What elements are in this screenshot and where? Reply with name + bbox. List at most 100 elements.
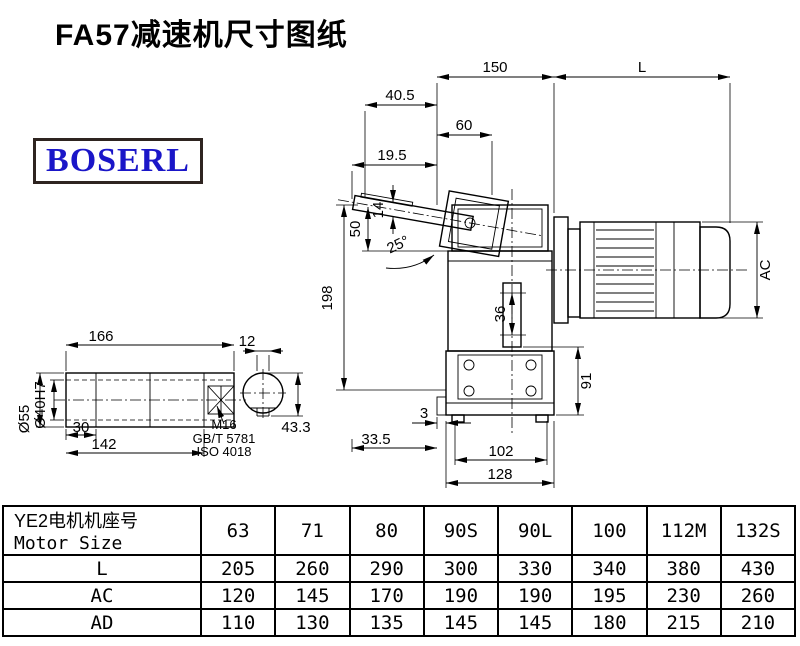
value-cell: 300 — [422, 554, 500, 583]
dim-102-label: 102 — [488, 443, 513, 460]
extension-lines — [36, 83, 763, 488]
motor-fins — [596, 229, 654, 312]
motor-adapter — [567, 228, 581, 318]
dim-36-label: 36 — [492, 306, 509, 323]
value-cell: 110 — [199, 608, 277, 637]
dim-50-label: 50 — [347, 221, 364, 238]
value-cell: 170 — [348, 581, 425, 610]
table-row-L: L 205 260 290 300 330 340 380 430 — [2, 554, 797, 583]
motor-size-table: YE2电机机座号 Motor Size 63 71 80 90S 90L 100… — [2, 505, 797, 637]
input-bearing-center — [464, 217, 476, 229]
bolt-spec-line1: M16 — [211, 417, 236, 432]
size-cell: 90S — [422, 505, 500, 556]
drain-boss — [436, 396, 447, 416]
angle-arc — [385, 254, 435, 269]
motor-size-header-cn: YE2电机机座号 — [14, 511, 139, 531]
dim-55-label: Ø55 — [16, 405, 33, 433]
value-cell: 190 — [422, 581, 500, 610]
value-cell: 260 — [719, 581, 797, 610]
bolt-spec-line3: ISO 4018 — [197, 444, 252, 459]
dim-43-3-label: 43.3 — [281, 419, 310, 436]
dim-40h7-label: Ø40H7 — [32, 381, 49, 429]
motor-size-header-en: Motor Size — [14, 533, 123, 554]
foot-pad — [535, 414, 549, 423]
input-axis-centerline — [337, 199, 544, 237]
dim-128-label: 128 — [487, 466, 512, 483]
dim-40-5-label: 40.5 — [385, 87, 414, 104]
foot-pad — [451, 414, 465, 423]
table-row-AC: AC 120 145 170 190 190 195 230 260 — [2, 581, 797, 610]
size-cell: 63 — [199, 505, 277, 556]
dim-166-label: 166 — [88, 328, 113, 345]
page-title: FA57减速机尺寸图纸 — [55, 19, 348, 52]
boserl-logo-text: BOSERL — [46, 142, 190, 179]
value-cell: 340 — [571, 554, 648, 583]
dim-angle-label: 25° — [384, 232, 412, 257]
dim-3-label: 3 — [420, 405, 428, 422]
dim-60-label: 60 — [456, 117, 473, 134]
value-cell: 120 — [199, 581, 277, 610]
housing-top — [451, 204, 549, 252]
dim-19-5-label: 19.5 — [377, 147, 406, 164]
input-shaft-assembly — [337, 190, 544, 258]
motor — [546, 216, 750, 324]
row-label-cell: AC — [2, 581, 202, 610]
input-shaft-key — [360, 192, 414, 207]
table-header-row: YE2电机机座号 Motor Size 63 71 80 90S 90L 100… — [2, 505, 797, 556]
value-cell: 260 — [274, 554, 351, 583]
dimension-lines — [37, 74, 760, 486]
dim-198-label: 198 — [319, 285, 336, 310]
value-cell: 205 — [199, 554, 277, 583]
value-cell: 380 — [645, 554, 722, 583]
dimension-labels: 150 L 40.5 60 19.5 14 50 198 25° AC 36 9… — [16, 59, 774, 483]
size-cell: 132S — [719, 505, 797, 556]
value-cell: 215 — [645, 608, 722, 637]
boserl-logo: BOSERL — [33, 138, 203, 184]
dim-150-label: 150 — [482, 59, 507, 76]
dim-33-5-label: 33.5 — [361, 431, 390, 448]
motor-size-header-cell: YE2电机机座号 Motor Size — [2, 505, 202, 556]
value-cell: 145 — [274, 581, 351, 610]
bolt-leader — [216, 405, 225, 425]
value-cell: 230 — [645, 581, 722, 610]
dim-L-label: L — [638, 59, 646, 76]
dim-14-label: 14 — [370, 202, 387, 219]
dim-30-label: 30 — [73, 419, 90, 436]
bolt-hole — [525, 359, 537, 371]
bolt-spec-line2: GB/T 5781 — [193, 431, 256, 446]
value-cell: 330 — [496, 554, 574, 583]
bolt-hole — [525, 385, 537, 397]
input-shaft — [351, 194, 474, 232]
dim-12-label: 12 — [239, 333, 256, 350]
size-cell: 71 — [274, 505, 351, 556]
value-cell: 195 — [571, 581, 648, 610]
fan-cover — [699, 226, 731, 319]
housing-bottom — [445, 350, 555, 416]
dim-142-label: 142 — [91, 436, 116, 453]
value-cell: 430 — [719, 554, 797, 583]
value-cell: 180 — [571, 608, 648, 637]
housing-bottom-inner — [457, 354, 543, 400]
value-cell: 290 — [348, 554, 425, 583]
size-cell: 100 — [571, 505, 648, 556]
bolt-hole — [463, 385, 475, 397]
dim-AC-label: AC — [757, 259, 774, 280]
table-row-AD: AD 110 130 135 145 145 180 215 210 — [2, 608, 797, 637]
housing-mid — [447, 250, 553, 352]
value-cell: 135 — [348, 608, 425, 637]
keyway — [250, 407, 276, 417]
size-cell: 90L — [496, 505, 574, 556]
value-cell: 130 — [274, 608, 351, 637]
housing-top-inner — [457, 208, 543, 248]
end-bolt-hatch — [207, 385, 235, 415]
output-shaft-detail — [54, 372, 246, 428]
size-cell: 112M — [645, 505, 722, 556]
value-cell: 210 — [719, 608, 797, 637]
size-cell: 80 — [348, 505, 425, 556]
bolt-hole — [463, 359, 475, 371]
value-cell: 190 — [496, 581, 574, 610]
dimension-drawing: 150 L 40.5 60 19.5 14 50 198 25° AC 36 9… — [16, 59, 774, 488]
dim-91-label: 91 — [578, 373, 595, 390]
value-cell: 145 — [422, 608, 500, 637]
